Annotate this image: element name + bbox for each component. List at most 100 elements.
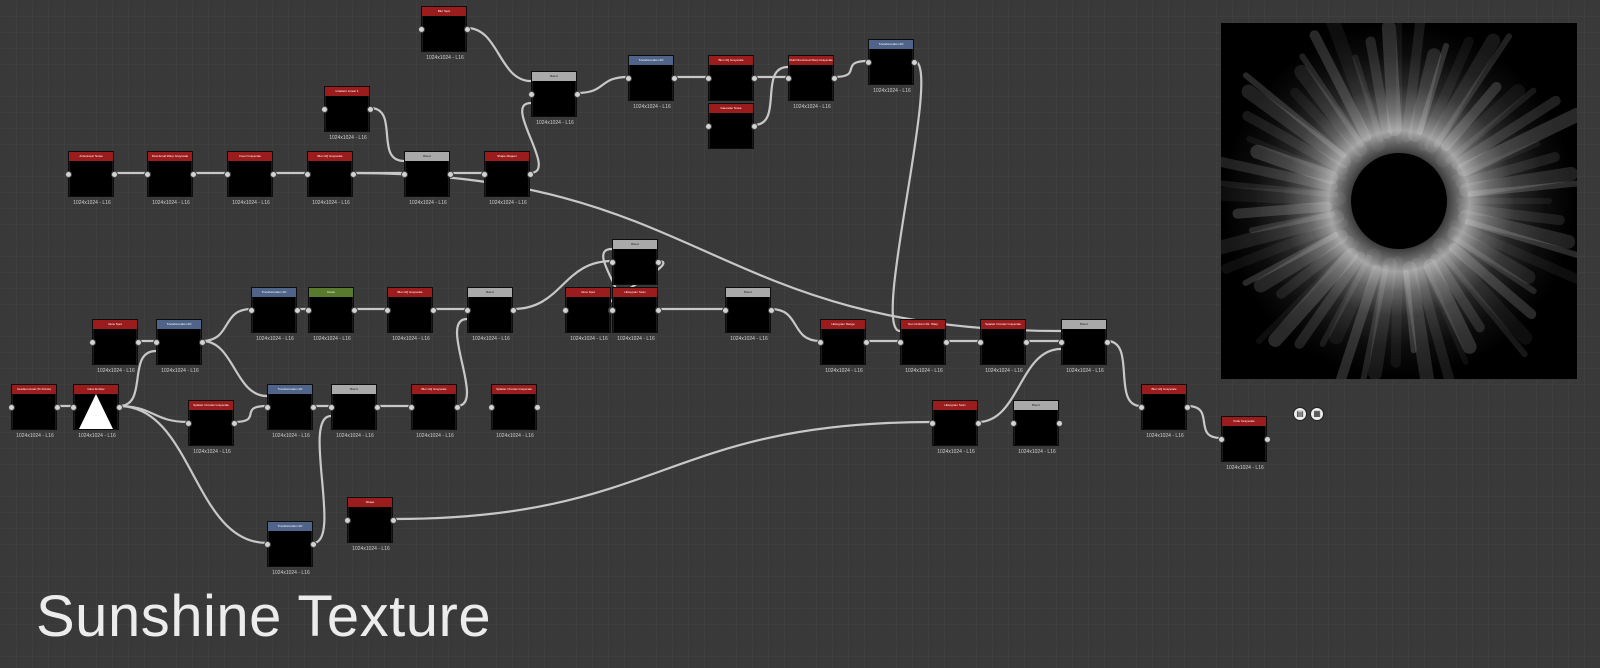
output-port[interactable] xyxy=(655,307,662,314)
connection-wire[interactable] xyxy=(576,75,629,95)
input-port[interactable] xyxy=(264,404,271,411)
connection-wire[interactable] xyxy=(201,307,252,343)
input-port[interactable] xyxy=(817,339,824,346)
output-port[interactable] xyxy=(111,171,118,178)
input-port[interactable] xyxy=(328,404,335,411)
output-port[interactable] xyxy=(911,59,918,66)
output-port[interactable] xyxy=(199,339,206,346)
output-port[interactable] xyxy=(190,171,197,178)
connection-wire[interactable] xyxy=(392,420,933,521)
output-port[interactable] xyxy=(863,339,870,346)
connection-wire[interactable] xyxy=(312,414,332,545)
feed-wire[interactable] xyxy=(891,59,923,333)
connection-wire[interactable] xyxy=(233,404,268,424)
input-port[interactable] xyxy=(248,307,255,314)
input-port[interactable] xyxy=(8,404,15,411)
input-port[interactable] xyxy=(785,75,792,82)
connection-wire[interactable] xyxy=(977,347,1062,424)
input-port[interactable] xyxy=(384,307,391,314)
output-port[interactable] xyxy=(310,541,317,548)
input-port[interactable] xyxy=(224,171,231,178)
connection-wire[interactable] xyxy=(118,404,268,545)
input-port[interactable] xyxy=(401,171,408,178)
output-port[interactable] xyxy=(1023,339,1030,346)
connection-wire[interactable] xyxy=(512,259,613,311)
output-port[interactable] xyxy=(1104,339,1111,346)
output-port[interactable] xyxy=(1264,436,1271,443)
output-port[interactable] xyxy=(135,339,142,346)
input-port[interactable] xyxy=(722,307,729,314)
input-port[interactable] xyxy=(144,171,151,178)
input-port[interactable] xyxy=(865,59,872,66)
connection-wire[interactable] xyxy=(770,307,821,343)
input-port[interactable] xyxy=(418,26,425,33)
output-port[interactable] xyxy=(447,171,454,178)
output-port[interactable] xyxy=(454,404,461,411)
output-port[interactable] xyxy=(1056,420,1063,427)
input-port[interactable] xyxy=(625,75,632,82)
input-port[interactable] xyxy=(897,339,904,346)
input-port[interactable] xyxy=(488,404,495,411)
input-port[interactable] xyxy=(408,404,415,411)
input-port[interactable] xyxy=(1010,420,1017,427)
connection-wire[interactable] xyxy=(118,349,157,408)
checker-icon[interactable]: ▦ xyxy=(1310,407,1324,421)
input-port[interactable] xyxy=(977,339,984,346)
node-gaussian-noise[interactable]: Gaussian Noise xyxy=(705,103,758,149)
connection-wire[interactable] xyxy=(369,106,405,163)
input-port[interactable] xyxy=(1058,339,1065,346)
input-port[interactable] xyxy=(153,339,160,346)
input-port[interactable] xyxy=(65,171,72,178)
output-port[interactable] xyxy=(430,307,437,314)
output-port[interactable] xyxy=(231,420,238,427)
input-port[interactable] xyxy=(185,420,192,427)
input-port[interactable] xyxy=(1218,436,1225,443)
output-port[interactable] xyxy=(655,259,662,266)
output-port[interactable] xyxy=(1184,404,1191,411)
output-port[interactable] xyxy=(54,404,61,411)
connection-wire[interactable] xyxy=(455,317,469,408)
output-port[interactable] xyxy=(294,307,301,314)
output-port[interactable] xyxy=(464,26,471,33)
input-port[interactable] xyxy=(609,259,616,266)
connection-wire[interactable] xyxy=(753,65,789,127)
output-port[interactable] xyxy=(975,420,982,427)
feed-wire[interactable] xyxy=(352,171,1062,333)
input-port[interactable] xyxy=(528,91,535,98)
input-port[interactable] xyxy=(481,171,488,178)
input-port[interactable] xyxy=(304,171,311,178)
preview-2d-view[interactable] xyxy=(1221,23,1577,379)
connection-wire[interactable] xyxy=(1186,404,1222,440)
output-port[interactable] xyxy=(310,404,317,411)
connection-wire[interactable] xyxy=(521,101,540,175)
